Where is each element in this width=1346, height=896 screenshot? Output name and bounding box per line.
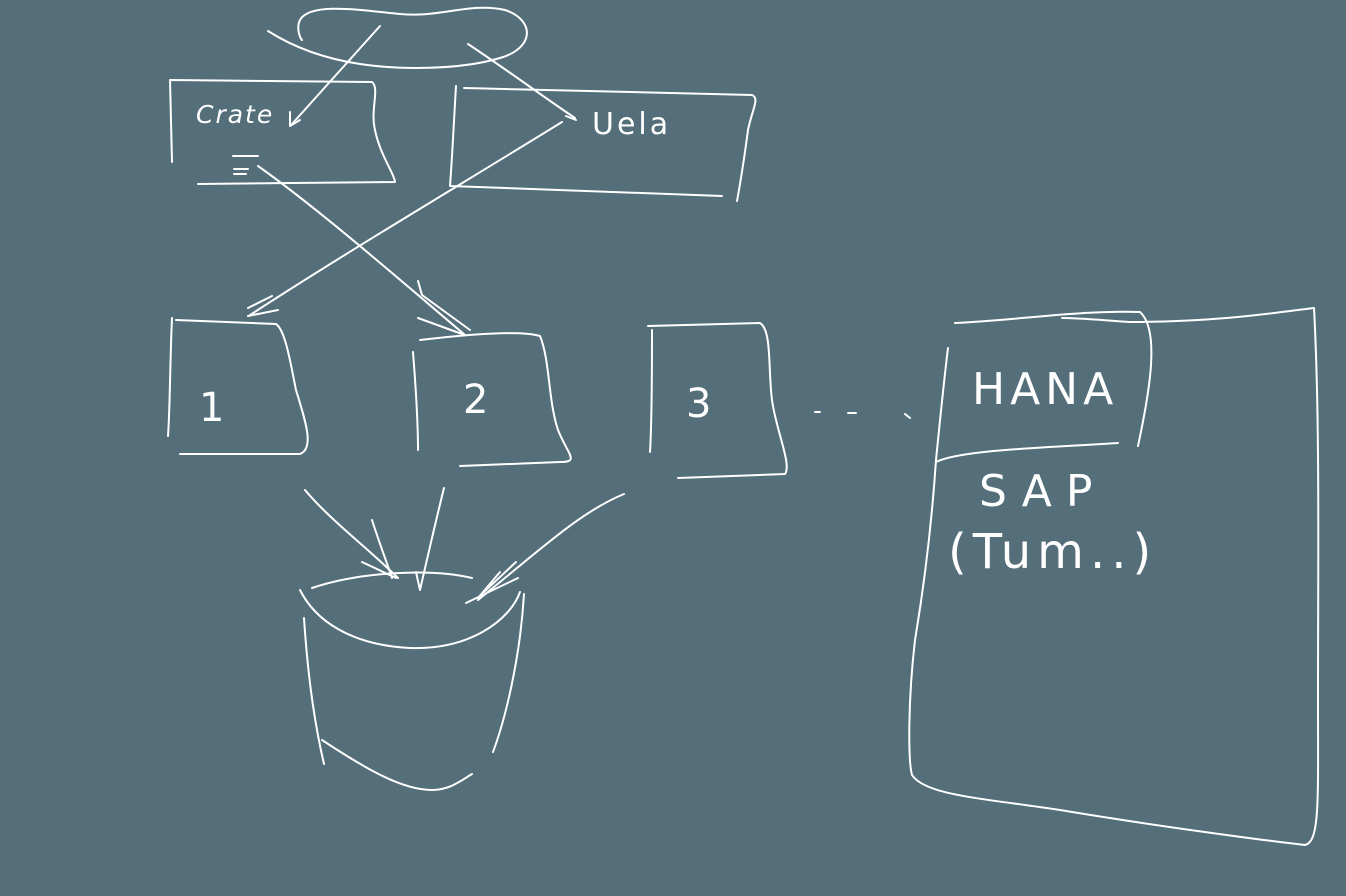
uela-label: Uela bbox=[592, 107, 672, 142]
node-1-label: 1 bbox=[199, 385, 227, 431]
top-loop-stroke bbox=[267, 6, 528, 69]
crate-box bbox=[169, 79, 396, 185]
arrow-node-3-to-database bbox=[465, 493, 625, 604]
ellipsis-dashes bbox=[814, 411, 911, 419]
crate-label: Crate bbox=[196, 100, 275, 129]
database-bucket bbox=[299, 571, 525, 791]
uela-box bbox=[449, 85, 757, 202]
arrow-node-1-to-database bbox=[304, 489, 399, 579]
hana-label: HANA bbox=[972, 364, 1119, 415]
hana-divider bbox=[935, 442, 1119, 463]
node-1-box bbox=[167, 317, 309, 455]
arrow-crate-to-node-2 bbox=[257, 165, 471, 336]
node-3-box bbox=[647, 322, 788, 479]
arrow-loop-to-uela bbox=[467, 43, 577, 121]
crate-underline bbox=[232, 155, 259, 175]
node-2-box bbox=[412, 332, 572, 467]
sap-hana-container bbox=[908, 307, 1320, 846]
arrow-loop-to-crate bbox=[289, 25, 381, 127]
tum-label: (Tum..) bbox=[948, 524, 1158, 580]
arrow-uela-to-node-1 bbox=[247, 121, 563, 317]
node-3-label: 3 bbox=[686, 381, 714, 427]
node-2-label: 2 bbox=[463, 377, 491, 423]
sap-label: SAP bbox=[979, 466, 1107, 517]
